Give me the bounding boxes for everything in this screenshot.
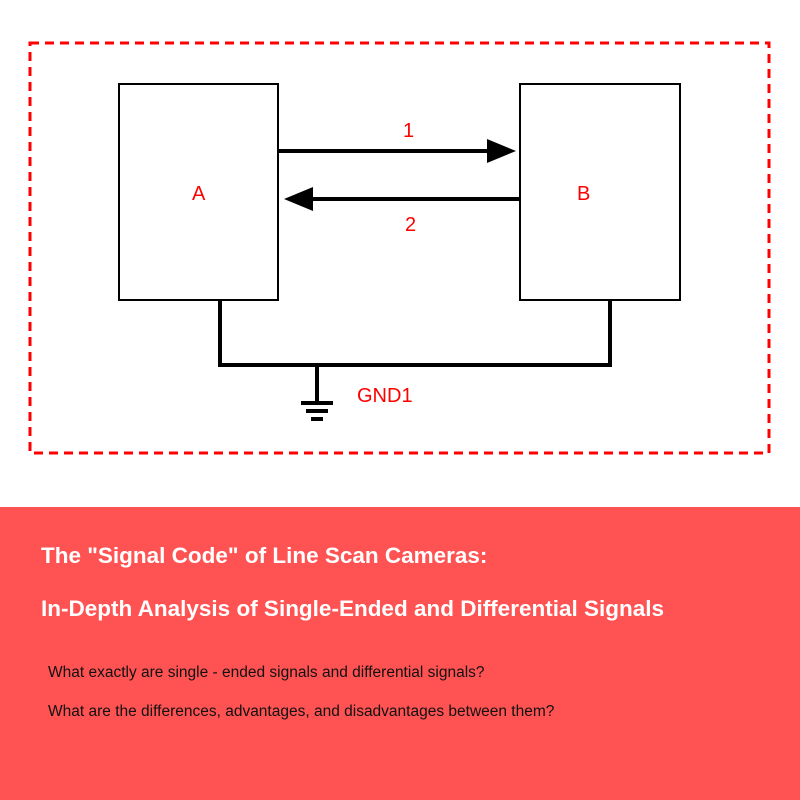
title-line-1: The "Signal Code" of Line Scan Cameras: (41, 543, 488, 568)
device-b-box (519, 83, 681, 301)
arrow-2-label: 2 (405, 214, 416, 236)
question-1: What exactly are single - ended signals … (48, 664, 485, 681)
arrow-1-head (487, 139, 516, 163)
title-line-2: In-Depth Analysis of Single-Ended and Di… (41, 596, 664, 621)
box-b-label: B (577, 183, 590, 205)
question-2: What are the differences, advantages, an… (48, 703, 555, 720)
signal-diagram: A B 1 2 GND1 (28, 41, 771, 455)
ground-label: GND1 (357, 385, 413, 407)
title-banner: The "Signal Code" of Line Scan Cameras: … (0, 507, 800, 800)
box-a-label: A (192, 183, 206, 205)
boundary-dashed-box (28, 41, 771, 455)
ground-symbol-icon (301, 401, 333, 421)
arrow-1-label: 1 (403, 120, 414, 142)
device-a-box (118, 83, 279, 301)
arrow-2-head (284, 187, 313, 211)
ground-wire (218, 300, 612, 367)
